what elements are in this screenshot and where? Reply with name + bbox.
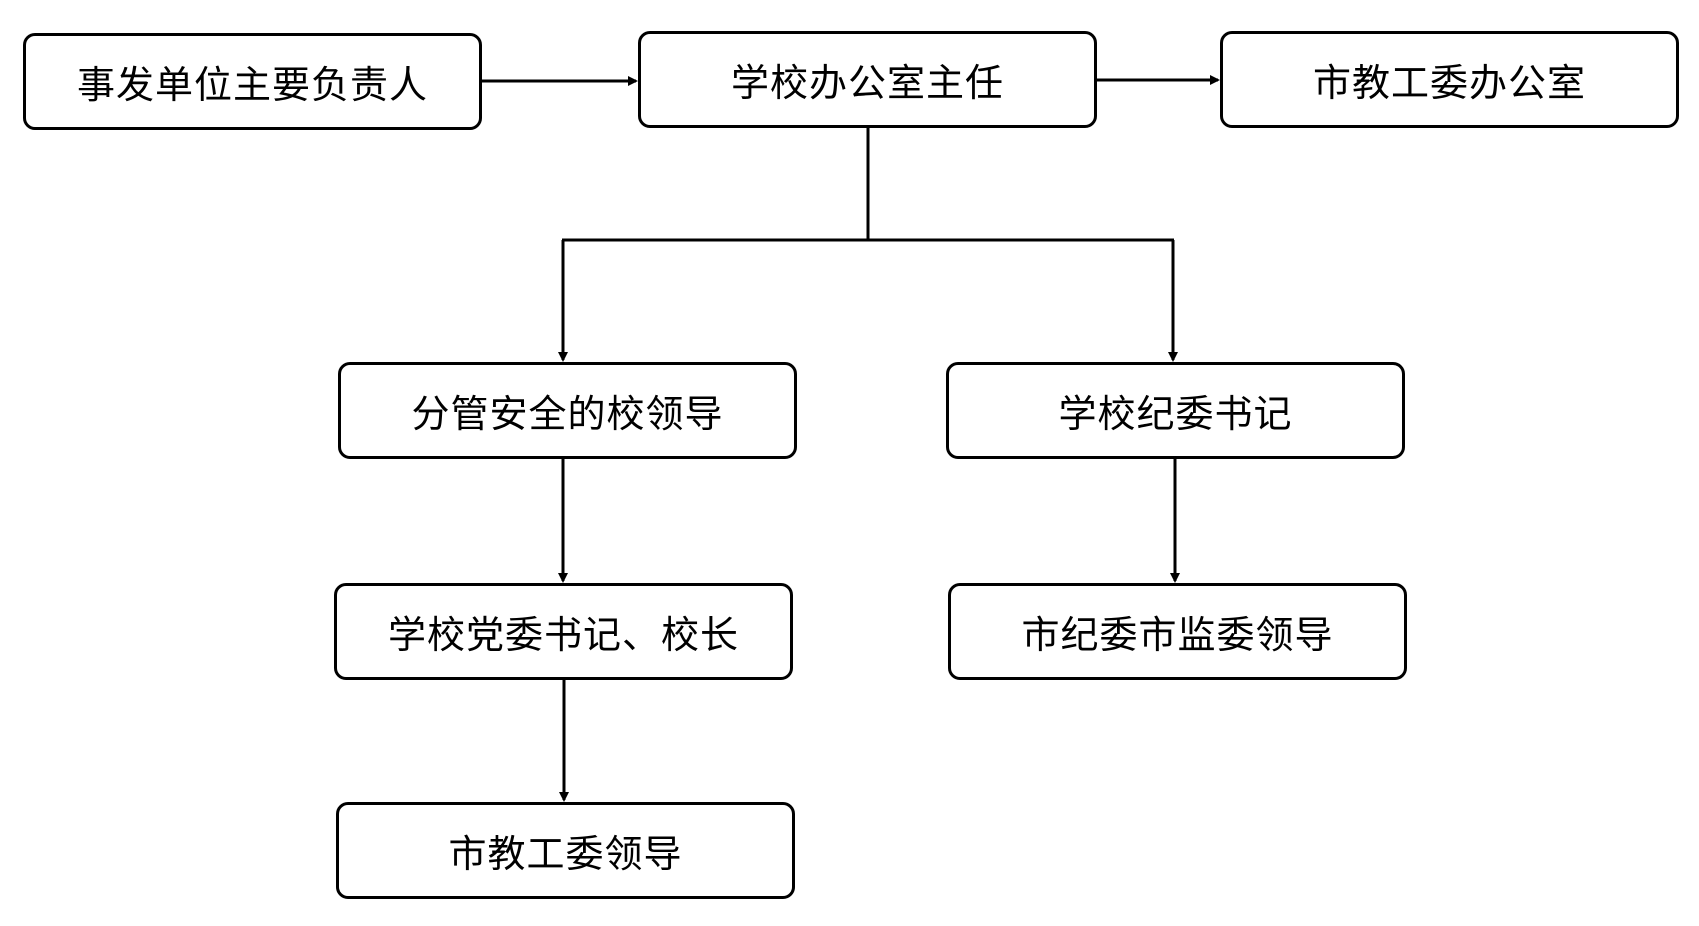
- node-party-secretary-principal: 学校党委书记、校长: [334, 583, 793, 680]
- node-safety-school-leader: 分管安全的校领导: [338, 362, 797, 459]
- node-municipal-education-office: 市教工委办公室: [1220, 31, 1679, 128]
- node-municipal-education-leaders: 市教工委领导: [336, 802, 795, 899]
- node-municipal-discipline-leaders: 市纪委市监委领导: [948, 583, 1407, 680]
- node-incident-unit-head: 事发单位主要负责人: [23, 33, 482, 130]
- node-school-office-director: 学校办公室主任: [638, 31, 1097, 128]
- node-school-discipline-secretary: 学校纪委书记: [946, 362, 1405, 459]
